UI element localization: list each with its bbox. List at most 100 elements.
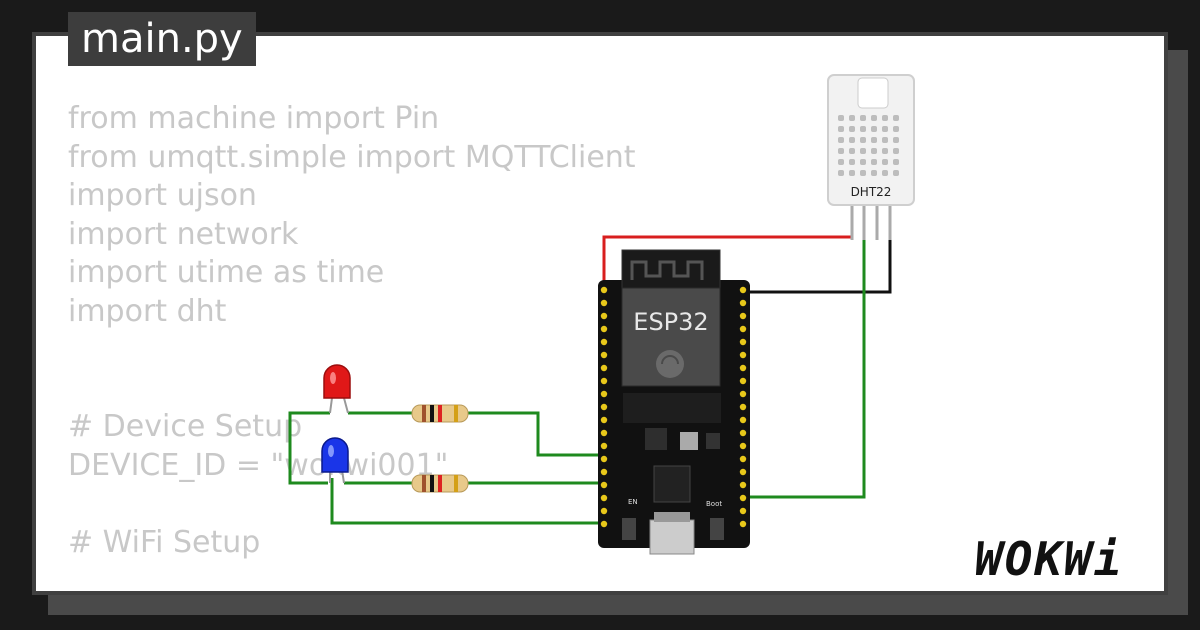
pin[interactable] [600,429,608,437]
pin[interactable] [739,377,747,385]
code-line: # WiFi Setup [68,524,261,560]
pin[interactable] [739,468,747,476]
vent-hole [849,126,855,132]
file-tab[interactable]: main.py [68,12,256,66]
vent-hole [893,159,899,165]
pin[interactable] [600,403,608,411]
pin[interactable] [600,416,608,424]
pin-header-left [600,286,608,528]
vent-hole [882,148,888,154]
pin[interactable] [739,351,747,359]
led-red[interactable] [323,364,351,414]
pin[interactable] [600,390,608,398]
pin[interactable] [600,299,608,307]
code-line: from umqtt.simple import MQTTClient [68,139,636,175]
vent-hole [871,126,877,132]
wires [288,225,892,525]
pin[interactable] [600,312,608,320]
wire-green-led-red[interactable] [348,411,604,457]
resistor-1[interactable] [411,404,469,423]
vent-hole [893,126,899,132]
pin[interactable] [600,377,608,385]
pin-header-right [739,286,747,528]
vent-hole [860,170,866,176]
vent-hole [882,159,888,165]
vent-hole [893,137,899,143]
vent-hole [893,148,899,154]
dht-label: DHT22 [851,185,892,199]
pin[interactable] [600,325,608,333]
pin[interactable] [600,455,608,463]
pin[interactable] [739,520,747,528]
vent-hole [849,115,855,121]
esp32-label: ESP32 [633,308,708,336]
pin[interactable] [739,338,747,346]
pin[interactable] [739,481,747,489]
pin[interactable] [739,507,747,515]
vent-hole [838,115,844,121]
vent-hole [860,159,866,165]
vent-hole [849,159,855,165]
vent-hole [882,126,888,132]
vent-hole [871,148,877,154]
code-line: # Device Setup [68,409,303,444]
vent-hole [882,115,888,121]
vent-hole [882,137,888,143]
pin[interactable] [739,390,747,398]
wire-green-led-blue-gnd[interactable] [330,478,604,525]
wire-black-gnd[interactable] [745,225,892,294]
pin[interactable] [600,351,608,359]
dht22-sensor[interactable]: DHT22 [827,74,915,240]
pin[interactable] [739,455,747,463]
pin[interactable] [600,481,608,489]
vent-hole [838,159,844,165]
vent-hole [849,170,855,176]
en-label: EN [628,498,638,506]
vent-hole [871,115,877,121]
pin[interactable] [600,507,608,515]
code-line: import dht [68,293,227,329]
vent-hole [860,126,866,132]
led-blue[interactable] [321,437,349,484]
pin[interactable] [600,338,608,346]
code-line: import utime as time [68,255,385,290]
boot-label: Boot [706,500,722,508]
code-line: import ujson [68,178,257,213]
wire-green-data[interactable] [745,225,866,499]
pin[interactable] [739,494,747,502]
pin[interactable] [739,442,747,450]
pin[interactable] [739,416,747,424]
pin[interactable] [600,364,608,372]
vent-hole [838,170,844,176]
vent-hole [849,148,855,154]
pin[interactable] [739,364,747,372]
vent-hole [860,115,866,121]
resistor-2[interactable] [411,474,469,493]
pin[interactable] [739,403,747,411]
pin[interactable] [739,325,747,333]
vent-hole [838,137,844,143]
pin[interactable] [600,286,608,294]
vent-hole [882,170,888,176]
pin[interactable] [739,286,747,294]
vent-hole [871,159,877,165]
wire-green-led-red-gnd[interactable] [288,411,330,485]
pin[interactable] [600,468,608,476]
pin[interactable] [739,299,747,307]
dht-vent-grid [838,115,899,176]
pin[interactable] [739,312,747,320]
vent-hole [871,170,877,176]
vent-hole [893,170,899,176]
vent-hole [849,137,855,143]
pin[interactable] [600,494,608,502]
pin[interactable] [600,520,608,528]
esp32-board[interactable]: ESP32 EN Boot [598,249,750,555]
wokwi-logo: WOKWi [975,532,1124,586]
code-line: import network [68,216,299,252]
vent-hole [838,148,844,154]
pin[interactable] [600,442,608,450]
vent-hole [838,126,844,132]
pin[interactable] [739,429,747,437]
